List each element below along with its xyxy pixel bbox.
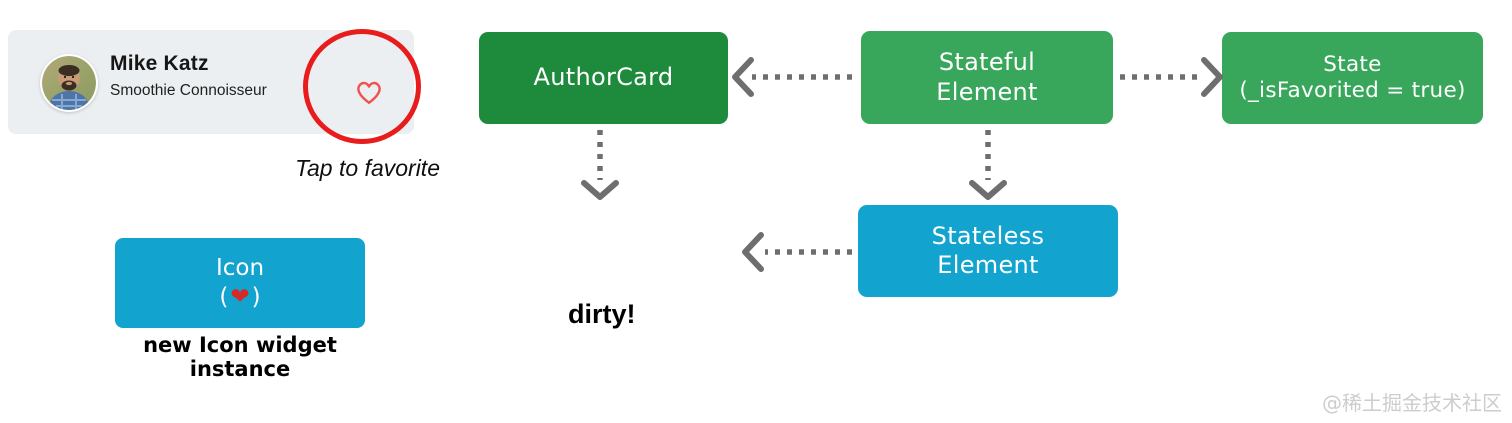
stateful-line2: Element: [936, 77, 1038, 106]
author-text-block: Mike Katz Smoothie Connoisseur: [110, 52, 267, 100]
authorcard-label: AuthorCard: [533, 63, 674, 92]
tap-to-favorite-label: Tap to favorite: [295, 155, 440, 181]
stateful-element-box: Stateful Element: [861, 31, 1113, 124]
paren-open: (: [219, 284, 229, 310]
state-object-box: State (_isFavorited = true): [1222, 32, 1483, 124]
icon-widget-title: Icon: [215, 255, 265, 282]
stateless-element-box: Stateless Element: [858, 205, 1118, 297]
author-name: Mike Katz: [110, 52, 209, 75]
stateless-line1: Stateless: [931, 221, 1045, 250]
paren-close: ): [251, 284, 261, 310]
stateful-line1: Stateful: [938, 48, 1036, 77]
icon-widget-heart-line: (❤): [219, 283, 260, 312]
author-card: Mike Katz Smoothie Connoisseur: [8, 30, 414, 134]
icon-widget-box: Icon (❤): [115, 238, 365, 328]
state-line1: State: [1323, 51, 1382, 77]
state-line2: (_isFavorited = true): [1239, 78, 1466, 103]
watermark: @稀土掘金技术社区: [1322, 391, 1502, 415]
icon-widget-caption: new Icon widget instance: [143, 333, 337, 381]
dirty-label: dirty!: [568, 299, 636, 329]
heart-icon: ❤: [230, 284, 250, 310]
stateless-line2: Element: [937, 251, 1039, 279]
favorite-heart-icon[interactable]: [346, 71, 392, 113]
authorcard-widget-box: AuthorCard: [479, 32, 728, 124]
avatar: [40, 54, 98, 112]
author-role: Smoothie Connoisseur: [110, 82, 267, 99]
